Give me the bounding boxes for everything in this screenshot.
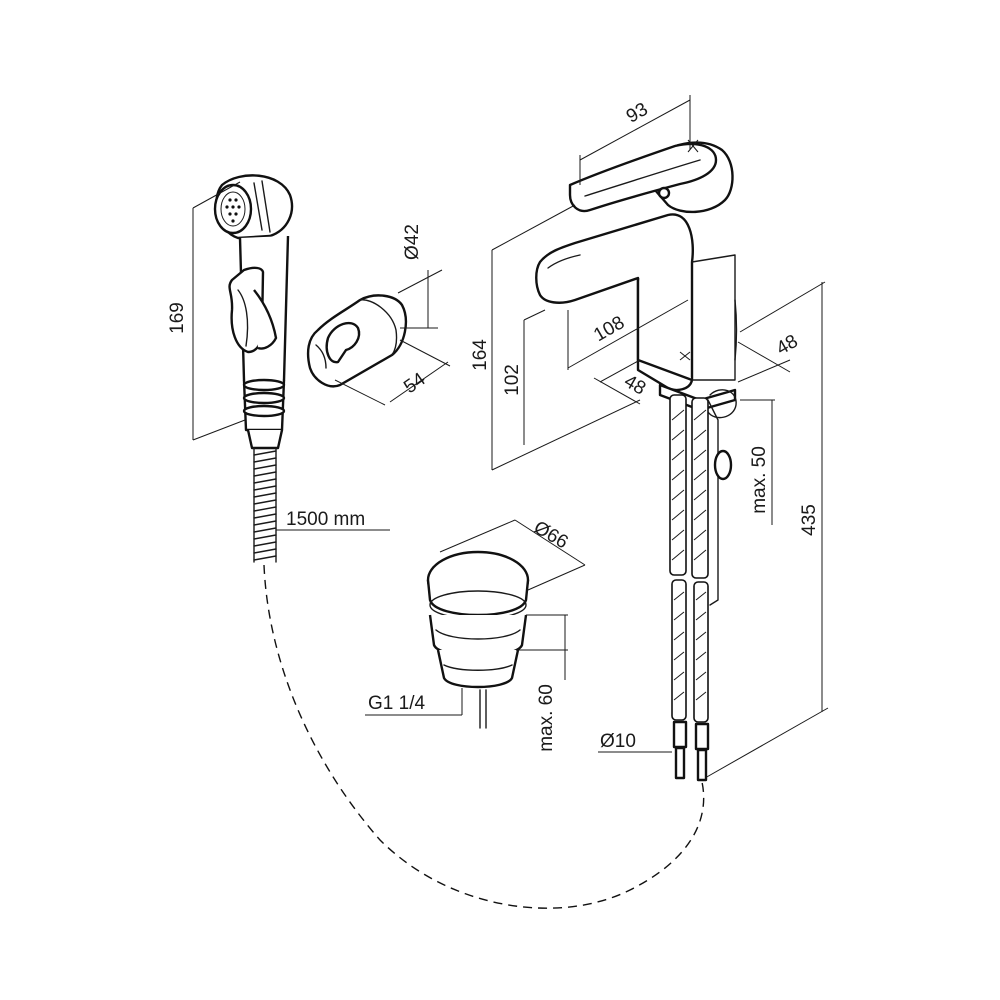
dim-hose-length: 1500 mm	[286, 509, 365, 530]
dim-pipe-diameter: Ø10	[600, 731, 636, 752]
ribbed-hose	[253, 447, 277, 563]
dim-spout-reach: 108	[590, 312, 628, 346]
faucet: 93 108 48 48 164 102 max. 50 435	[470, 95, 829, 782]
dim-hose-total: 435	[799, 504, 820, 536]
wall-holder: Ø42 54	[306, 224, 451, 406]
dim-waste-diameter: Ø66	[530, 517, 572, 553]
supply-hoses	[669, 394, 733, 782]
dim-body-depth: 48	[773, 331, 802, 360]
dim-handshower-height: 169	[167, 302, 188, 334]
hand-shower: 169 1500 mm	[167, 174, 705, 909]
dim-total-height: 164	[470, 339, 491, 371]
nozzle-pattern	[225, 198, 241, 223]
pop-up-waste: Ø66 G1 1/4 max. 60	[365, 517, 586, 752]
dim-holder-depth: 54	[400, 369, 430, 399]
hose-dashed-path	[263, 564, 705, 909]
dim-waste-max: max. 60	[536, 684, 557, 752]
dim-spout-height: 102	[502, 364, 523, 396]
dim-waste-thread: G1 1/4	[368, 693, 425, 714]
dim-holder-diameter: Ø42	[402, 224, 423, 260]
dim-max-thickness: max. 50	[749, 446, 770, 514]
